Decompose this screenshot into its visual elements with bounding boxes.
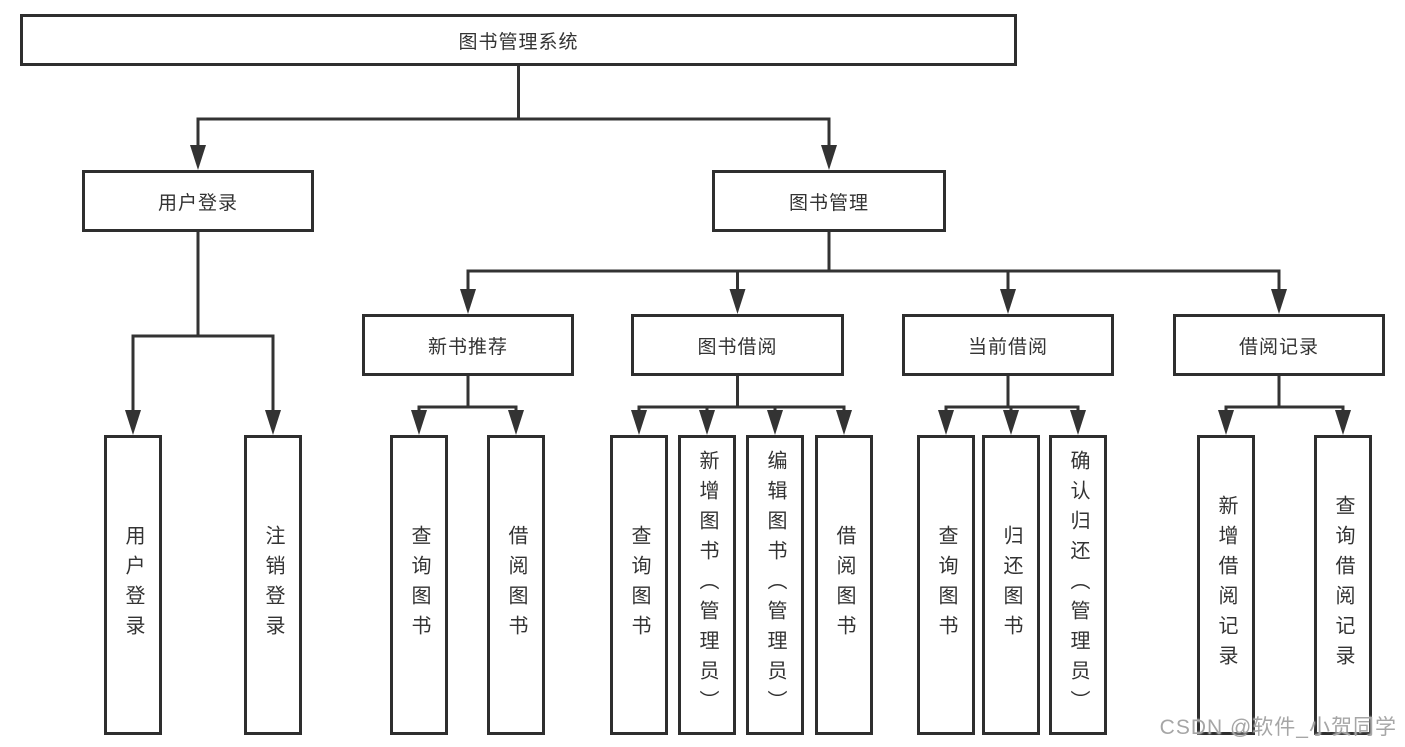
node-book-borrowing: 图书借阅 (631, 314, 844, 376)
leaf-logout: 注销登录 (244, 435, 302, 735)
node-label: 用户登录 (157, 192, 238, 214)
node-label: 新书推荐 (427, 336, 508, 358)
leaf-borrow-books: 借阅图书 (487, 435, 545, 735)
node-label: 归还图书 (1000, 525, 1022, 645)
leaf-query-books: 查询图书 (917, 435, 975, 735)
node-label: 注销登录 (262, 525, 284, 645)
arrow-down-icon (836, 410, 852, 435)
branch-user-login (131, 232, 275, 417)
node-label: 图书管理系统 (458, 31, 579, 53)
arrow-down-icon (1218, 410, 1234, 435)
branch-root (196, 66, 831, 152)
node-current-borrowing: 当前借阅 (902, 314, 1114, 376)
arrowheads (125, 145, 1351, 435)
arrow-down-icon (460, 289, 476, 314)
arrow-down-icon (125, 410, 141, 435)
arrow-down-icon (1335, 410, 1351, 435)
arrow-down-icon (699, 410, 715, 435)
node-label: 借阅图书 (505, 525, 527, 645)
leaf-query-books: 查询图书 (610, 435, 668, 735)
leaf-edit-books-admin: 编辑图书（管理员） (746, 435, 804, 735)
node-new-book-recommend: 新书推荐 (362, 314, 574, 376)
node-label: 新增图书（管理员） (696, 450, 718, 720)
node-label: 查询图书 (628, 525, 650, 645)
node-library-system: 图书管理系统 (20, 14, 1017, 66)
branch-records (1224, 376, 1345, 417)
node-label: 图书管理 (788, 192, 869, 214)
leaf-return-books: 归还图书 (982, 435, 1040, 735)
leaf-query-books: 查询图书 (390, 435, 448, 735)
branch-book-mgmt (466, 232, 1281, 296)
arrow-down-icon (729, 289, 746, 314)
arrow-down-icon (411, 410, 427, 435)
arrow-down-icon (767, 410, 783, 435)
arrow-down-icon (1271, 289, 1287, 314)
arrow-down-icon (1003, 410, 1019, 435)
node-borrowing-records: 借阅记录 (1173, 314, 1385, 376)
leaf-borrow-books: 借阅图书 (815, 435, 873, 735)
node-label: 借阅图书 (833, 525, 855, 645)
arrow-down-icon (938, 410, 954, 435)
branch-lines (131, 66, 1345, 417)
arrow-down-icon (1000, 289, 1016, 314)
arrow-down-icon (821, 145, 837, 170)
node-label: 查询图书 (935, 525, 957, 645)
leaf-add-books-admin: 新增图书（管理员） (678, 435, 736, 735)
node-label: 新增借阅记录 (1215, 495, 1237, 675)
node-label: 编辑图书（管理员） (764, 450, 786, 720)
node-label: 确认归还（管理员） (1067, 450, 1089, 720)
branch-borrowing (637, 376, 846, 417)
node-label: 查询图书 (408, 525, 430, 645)
arrow-down-icon (265, 410, 281, 435)
arrow-down-icon (190, 145, 206, 170)
branch-new-book (417, 376, 518, 417)
node-book-management: 图书管理 (712, 170, 946, 232)
arrow-down-icon (508, 410, 524, 435)
node-label: 图书借阅 (697, 336, 778, 358)
arrow-down-icon (1070, 410, 1086, 435)
csdn-watermark: CSDN @软件_小贺同学 (1159, 716, 1397, 739)
leaf-add-borrow-record: 新增借阅记录 (1197, 435, 1255, 735)
leaf-query-borrow-record: 查询借阅记录 (1314, 435, 1372, 735)
node-label: 用户登录 (122, 525, 144, 645)
node-label: 借阅记录 (1238, 336, 1319, 358)
leaf-user-login: 用户登录 (104, 435, 162, 735)
leaf-confirm-return-admin: 确认归还（管理员） (1049, 435, 1107, 735)
node-user-login: 用户登录 (82, 170, 314, 232)
arrow-down-icon (631, 410, 647, 435)
node-label: 当前借阅 (967, 336, 1048, 358)
node-label: 查询借阅记录 (1332, 495, 1354, 675)
